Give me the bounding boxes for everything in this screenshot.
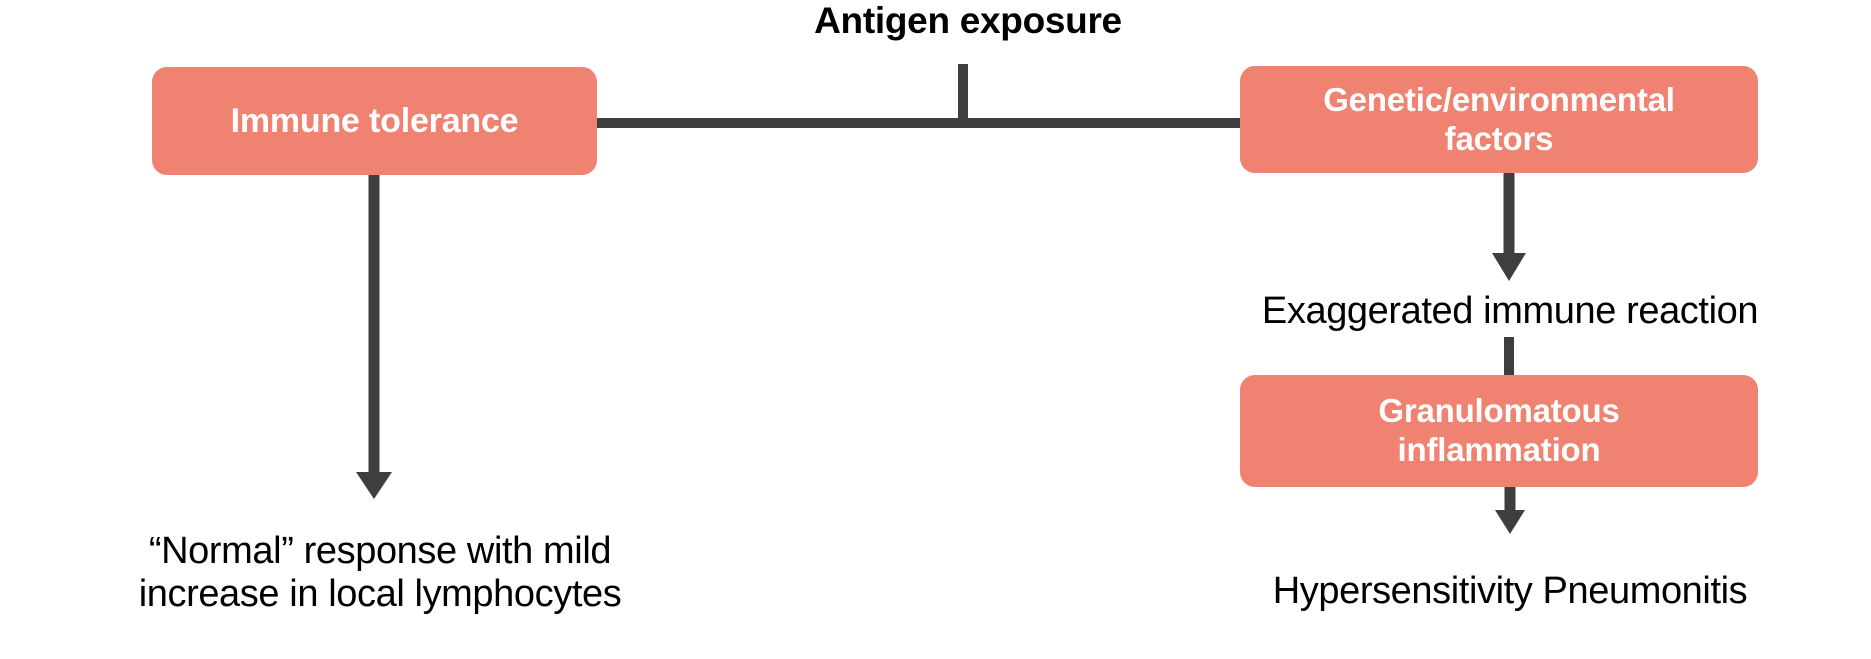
- connector-tolerance-to-genetic-factors: [590, 118, 1250, 128]
- normal-response-label: “Normal” response with mild increase in …: [40, 530, 720, 616]
- arrow-stem: [368, 173, 380, 474]
- node-granulomatous-label-line1: Granulomatous: [1378, 392, 1620, 430]
- arrow-granulomatous-to-hypersensitivity: [1495, 484, 1525, 534]
- connector-antigen-exposure-stub: [958, 64, 968, 122]
- node-granulomatous-inflammation[interactable]: Granulomatous inflammation: [1240, 375, 1758, 487]
- node-immune-tolerance-label: Immune tolerance: [230, 101, 519, 140]
- exaggerated-immune-reaction-label: Exaggerated immune reaction: [1261, 290, 1759, 332]
- arrow-head-icon: [1495, 510, 1525, 534]
- arrow-head-icon: [356, 472, 392, 499]
- node-granulomatous-label: Granulomatous inflammation: [1378, 392, 1619, 470]
- node-granulomatous-label-line2: inflammation: [1397, 431, 1601, 468]
- normal-response-label-line2: increase in local lymphocytes: [138, 572, 622, 615]
- node-immune-tolerance[interactable]: Immune tolerance: [152, 67, 597, 175]
- connector-exaggerated-to-granulomatous: [1504, 337, 1514, 379]
- node-genetic-factors-label: Genetic/environmental factors: [1323, 81, 1675, 159]
- node-genetic-factors-label-line1: Genetic/environmental: [1323, 80, 1675, 118]
- node-genetic-environmental-factors[interactable]: Genetic/environmental factors: [1240, 66, 1758, 173]
- arrow-stem: [1503, 171, 1515, 254]
- hypersensitivity-pneumonitis-label: Hypersensitivity Pneumonitis: [1272, 570, 1748, 612]
- node-genetic-factors-label-line2: factors: [1444, 119, 1554, 157]
- antigen-exposure-label: Antigen exposure: [814, 0, 1122, 41]
- arrow-genetic-factors-to-exaggerated-reaction: [1492, 171, 1526, 281]
- arrow-head-icon: [1492, 253, 1526, 281]
- normal-response-label-line1: “Normal” response with mild: [148, 530, 612, 572]
- arrow-tolerance-to-normal-response: [356, 173, 392, 499]
- arrow-stem: [1504, 484, 1516, 512]
